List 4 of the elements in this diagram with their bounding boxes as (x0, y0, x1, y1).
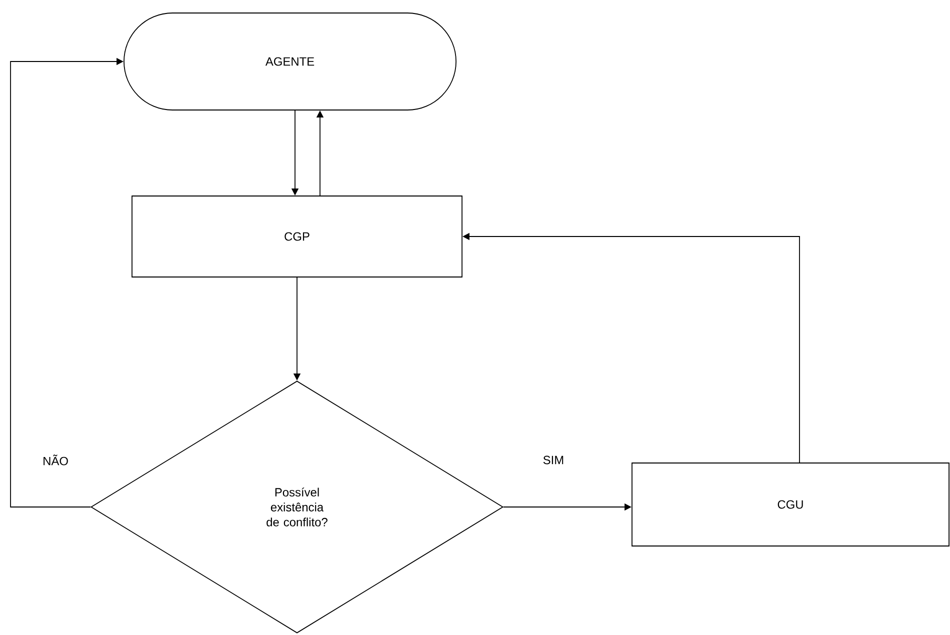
edge-label: SIM (542, 454, 566, 466)
process-box: CGP (132, 196, 462, 278)
process-box: CGU (632, 462, 950, 546)
edge-label: NÃO (42, 454, 70, 466)
